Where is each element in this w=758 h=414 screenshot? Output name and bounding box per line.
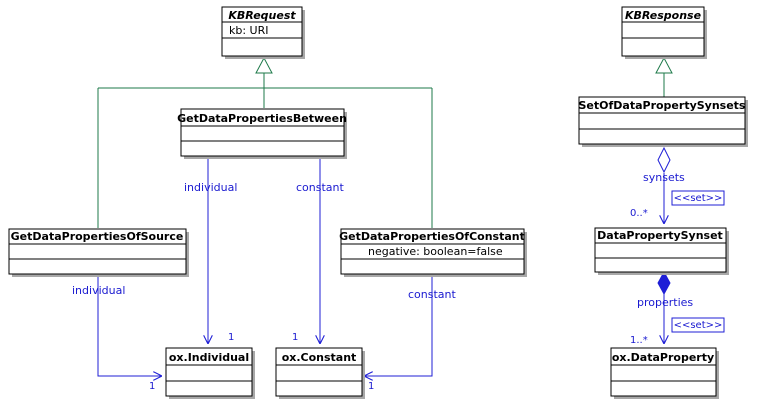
class-name: KBRequest: [228, 9, 296, 22]
generalization-triangle-kbresponse: [655, 56, 673, 74]
role-label-synsets: synsets: [643, 171, 685, 184]
svg-text:<<set>>: <<set>>: [674, 193, 723, 204]
composition-diamond-icon: [657, 270, 671, 296]
association-lines: [97, 146, 671, 376]
class-name: GetDataPropertiesOfConstant: [339, 230, 525, 243]
svg-text:<<set>>: <<set>>: [674, 320, 723, 331]
class-name: ox.Constant: [282, 351, 357, 364]
role-label-individual: individual: [72, 284, 125, 297]
multiplicity-label: 1: [368, 381, 374, 392]
class-name: GetDataPropertiesBetween: [177, 112, 347, 125]
class-attribute: negative: boolean=false: [368, 245, 503, 258]
generalization-lines: [97, 56, 673, 228]
class-getdatapropertiesbetween[interactable]: GetDataPropertiesBetween: [177, 108, 347, 159]
class-name: GetDataPropertiesOfSource: [11, 230, 184, 243]
class-ox-individual[interactable]: ox.Individual: [165, 347, 255, 399]
class-ox-dataproperty[interactable]: ox.DataProperty: [610, 347, 719, 399]
role-label-constant: constant: [408, 288, 457, 301]
multiplicity-label: 1: [228, 332, 234, 343]
class-name: KBResponse: [625, 9, 702, 22]
class-name: SetOfDataPropertySynsets: [579, 99, 746, 112]
multiplicity-label: 1: [149, 381, 155, 392]
stereotype-set-properties: <<set>>: [671, 317, 725, 333]
class-datapropertysynset[interactable]: DataPropertySynset: [594, 227, 729, 275]
class-kbresponse[interactable]: KBResponse: [621, 6, 707, 59]
class-name: ox.DataProperty: [612, 351, 714, 364]
multiplicity-label: 0..*: [630, 208, 648, 219]
multiplicity-label: 1..*: [630, 335, 648, 346]
class-attribute: kb: URI: [229, 24, 269, 37]
generalization-triangle-kbrequest: [255, 56, 273, 74]
assoc-constant-constant: [364, 275, 433, 376]
multiplicity-label: 1: [292, 332, 298, 343]
class-getdatapropertiesofconstant[interactable]: GetDataPropertiesOfConstant negative: bo…: [339, 228, 527, 277]
assoc-source-individual: [97, 275, 162, 376]
class-kbrequest[interactable]: KBRequest kb: URI: [221, 6, 305, 59]
role-label-individual: individual: [184, 181, 237, 194]
class-setofdatapropertysynsets[interactable]: SetOfDataPropertySynsets: [578, 96, 748, 147]
class-ox-constant[interactable]: ox.Constant: [275, 347, 365, 399]
class-name: ox.Individual: [169, 351, 249, 364]
class-name: DataPropertySynset: [597, 229, 723, 242]
aggregation-diamond-icon: [657, 146, 671, 174]
role-label-properties: properties: [637, 296, 693, 309]
role-label-constant: constant: [296, 181, 345, 194]
stereotype-set-synsets: <<set>>: [671, 190, 725, 206]
class-getdatapropertiesofsource[interactable]: GetDataPropertiesOfSource: [8, 228, 189, 277]
